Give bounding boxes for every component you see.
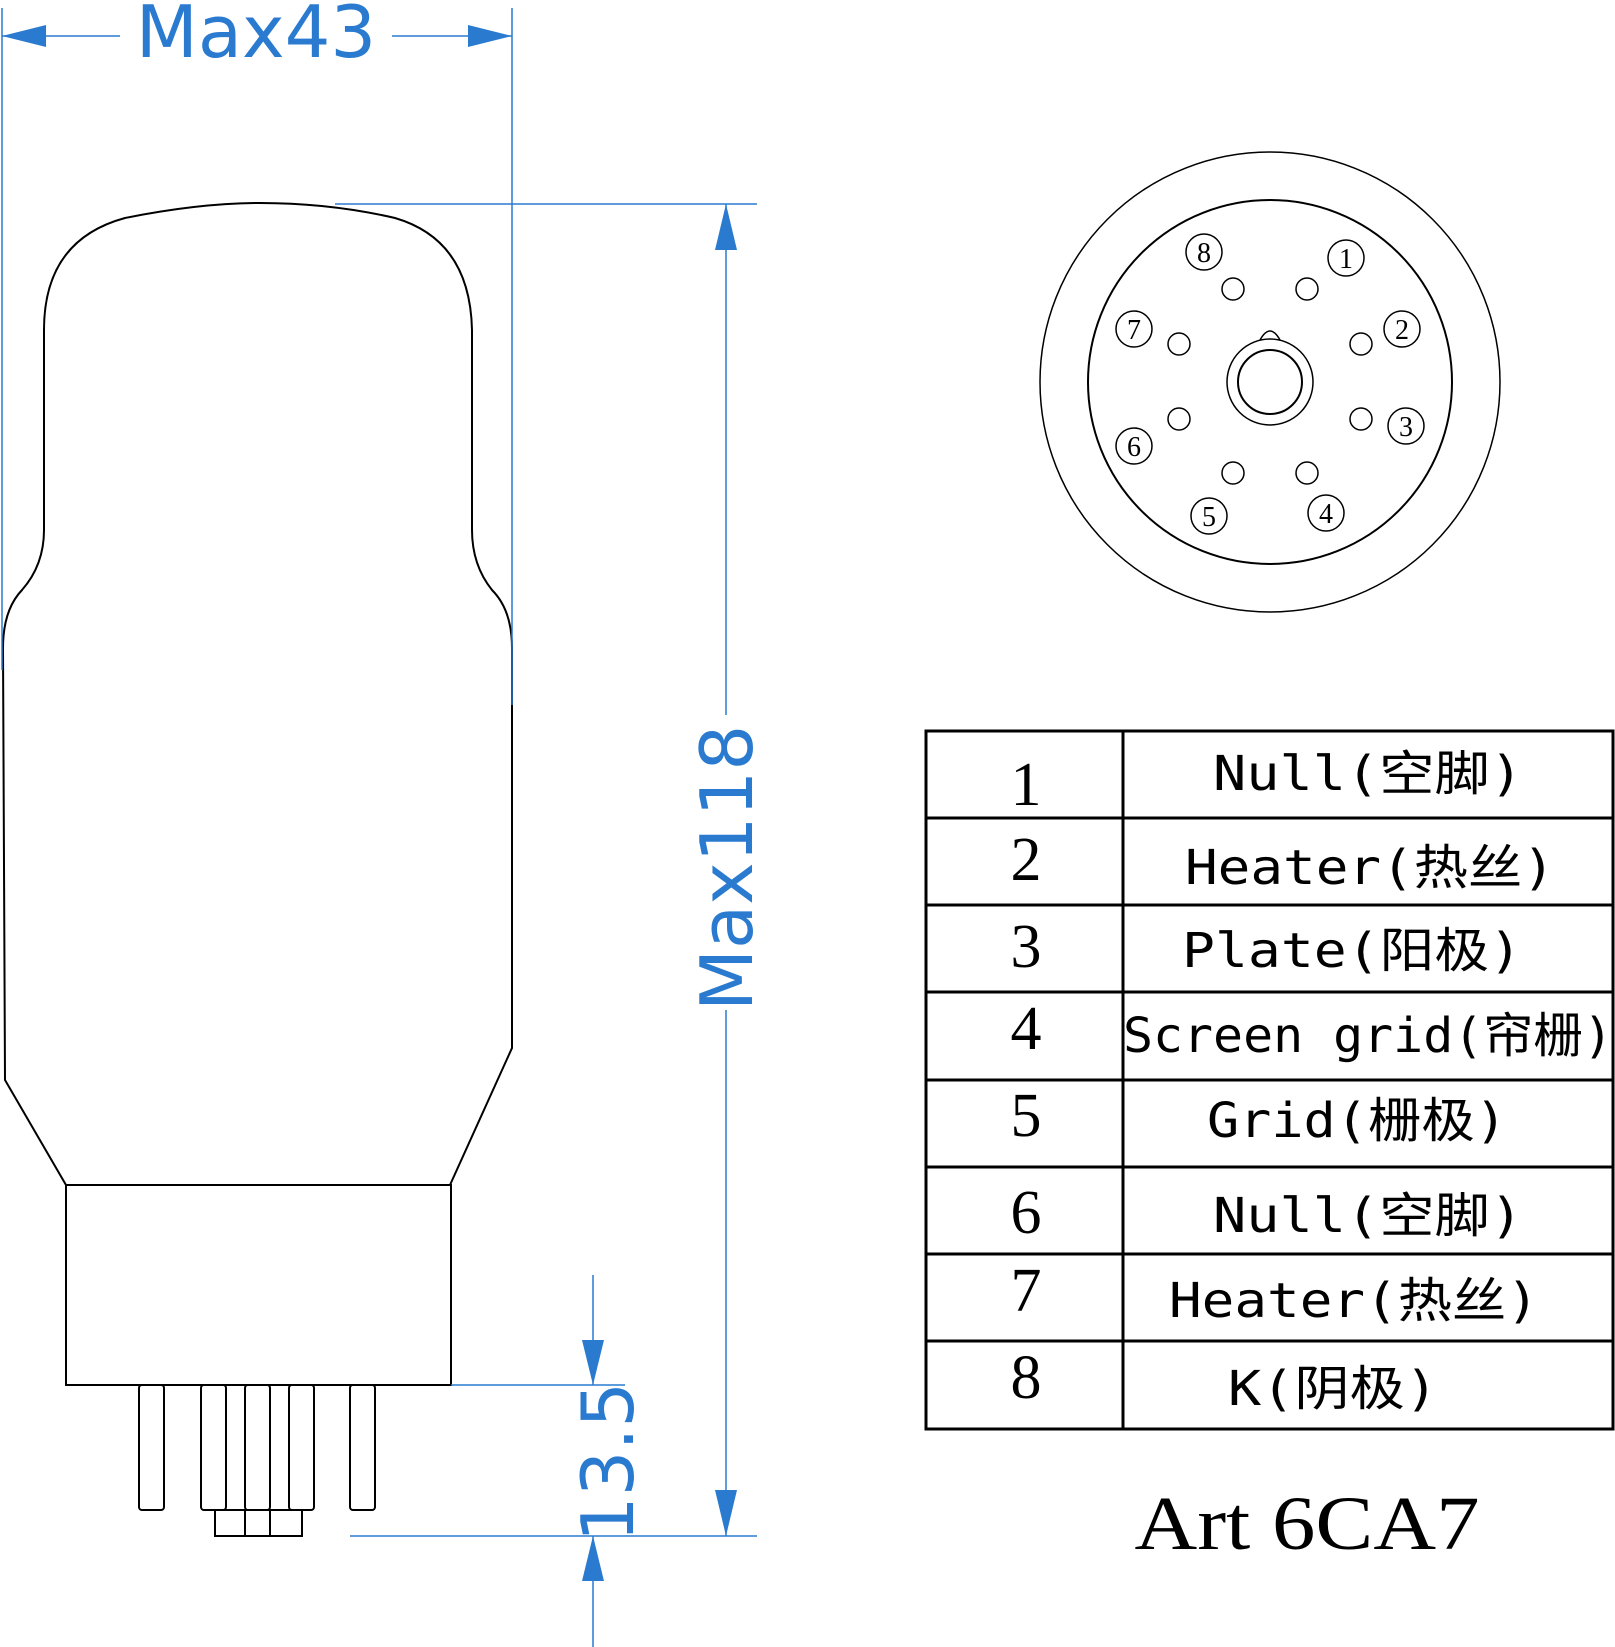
- pin-4-marker: [1307, 494, 1345, 532]
- socket-outer-ring: [1039, 151, 1501, 613]
- center-key-outer: [1226, 338, 1314, 426]
- pin-3-label: 3: [1399, 412, 1413, 443]
- pin-length-label: 13.5: [566, 1382, 650, 1542]
- pin-8-label: 8: [1197, 238, 1211, 269]
- tube-envelope: [1, 201, 513, 1186]
- table-row-1-desc: Null(空脚): [1213, 746, 1523, 802]
- tube-pin: [200, 1384, 227, 1511]
- socket-inner-ring: [1087, 199, 1453, 565]
- table-row-3-desc: Plate(阳极): [1182, 923, 1522, 979]
- table-row-8-desc: K(阴极): [1228, 1361, 1438, 1417]
- pin-hole: [1221, 461, 1245, 485]
- pin-hole: [1221, 277, 1245, 301]
- pin-hole: [1167, 407, 1191, 431]
- center-key-notch: [1259, 330, 1281, 341]
- tube-pin: [288, 1384, 315, 1511]
- tube-base: [65, 1184, 452, 1386]
- table-row-2-desc: Heater(热丝): [1185, 840, 1555, 896]
- tube-pin: [244, 1384, 271, 1511]
- dimension-lines: [1, 8, 757, 1647]
- height-label: Max118: [685, 725, 769, 1011]
- pin-7-marker: [1115, 310, 1153, 348]
- pin-6-marker: [1115, 427, 1153, 465]
- table-row-4-number: 4: [1011, 995, 1042, 1063]
- table-row-6-desc: Null(空脚): [1213, 1188, 1523, 1244]
- height-arrow-top: [715, 204, 737, 250]
- table-row-7-desc: Heater(热丝): [1169, 1273, 1539, 1329]
- pin-table-numbers: 1 2 3 4 5 6 7 8: [1011, 751, 1042, 1412]
- pin-1-marker: [1327, 239, 1365, 277]
- pin-4-label: 4: [1319, 499, 1333, 530]
- tube-pin: [349, 1384, 376, 1511]
- pin-arrow-bottom: [582, 1536, 604, 1581]
- pin-arrow-top: [582, 1340, 604, 1385]
- pin-1-label: 1: [1339, 244, 1353, 275]
- pin-5-marker: [1190, 497, 1228, 535]
- model-name: Art 6CA7: [1135, 1482, 1480, 1566]
- table-row-5-desc: Grid(栅极): [1207, 1093, 1507, 1149]
- pin-8-marker: [1185, 233, 1223, 271]
- pin-hole: [1349, 407, 1373, 431]
- pin-6-label: 6: [1127, 432, 1141, 463]
- table-row-6-number: 6: [1011, 1179, 1042, 1247]
- table-row-5-number: 5: [1011, 1082, 1042, 1150]
- pin-hole: [1295, 461, 1319, 485]
- height-arrow-bottom: [715, 1490, 737, 1536]
- table-row-1-number: 1: [1011, 751, 1042, 819]
- center-key-inner: [1237, 349, 1303, 415]
- width-arrow-left: [2, 25, 46, 47]
- pin-table: [924, 729, 1615, 1431]
- pin-hole: [1295, 277, 1319, 301]
- table-row-8-number: 8: [1011, 1344, 1042, 1412]
- pin-hole: [1349, 332, 1373, 356]
- tube-side-view: [1, 201, 513, 1537]
- width-arrow-right: [468, 25, 512, 47]
- pin-3-marker: [1387, 407, 1425, 445]
- diameter-label: Max43: [136, 0, 376, 74]
- pin-7-label: 7: [1127, 315, 1141, 346]
- pin-table-descriptions: Null(空脚) Heater(热丝) Plate(阳极) Screen gri…: [1123, 746, 1613, 1417]
- table-row-4-desc: Screen grid(帘栅): [1123, 1008, 1613, 1064]
- table-row-7-number: 7: [1011, 1257, 1042, 1325]
- socket-pin-labels: 1 2 3 4 5 6 7 8: [1127, 238, 1413, 533]
- pin-5-label: 5: [1202, 502, 1216, 533]
- tube-key-post: [214, 1509, 303, 1537]
- socket-bottom-view: [1039, 151, 1501, 613]
- table-row-2-number: 2: [1011, 826, 1042, 894]
- pin-hole: [1167, 332, 1191, 356]
- tube-pin: [138, 1384, 165, 1511]
- table-row-3-number: 3: [1011, 913, 1042, 981]
- pin-2-label: 2: [1395, 315, 1409, 346]
- pin-2-marker: [1383, 310, 1421, 348]
